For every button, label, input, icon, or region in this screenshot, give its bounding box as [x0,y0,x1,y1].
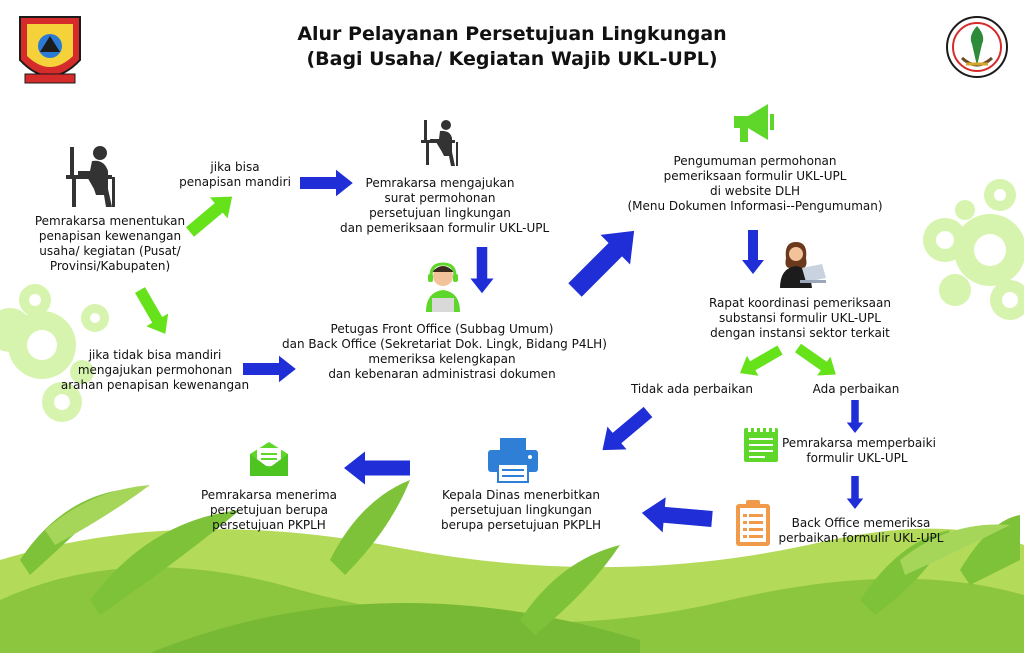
arrow-blue-to-pengumuman [560,216,649,305]
headset-officer-icon [426,262,460,312]
step-pemrakarsa-mengajukan: Pemrakarsa mengajukan surat permohonan p… [340,176,550,235]
label-jika-bisa: jika bisa penapisan mandiri [179,160,291,189]
arrow-blue-down-to-rapat [742,230,764,274]
step-pemrakarsa-memperbaiki: Pemrakarsa memperbaiki formulir UKL-UPL [782,436,936,465]
title-line-2: (Bagi Usaha/ Kegiatan Wajib UKL-UPL) [306,48,718,70]
arrow-green-to-ada [791,338,843,384]
arrow-blue-to-menerima [344,451,410,485]
printer-icon [488,438,538,483]
step-pemrakarsa-menerima: Pemrakarsa menerima persetujuan berupa p… [201,488,337,532]
arrow-green-to-tidak-ada [734,339,786,384]
label-ada-perbaikan: Ada perbaikan [812,382,900,396]
step-rapat-koordinasi: Rapat koordinasi pemeriksaan substansi f… [708,296,891,340]
step-pengumuman: Pengumuman permohonan pemeriksaan formul… [627,154,883,213]
woman-with-laptop-icon [780,242,826,288]
title-line-1: Alur Pelayanan Persetujuan Lingkungan [297,23,727,45]
person-at-desk-icon [66,146,115,207]
step-back-office-memeriksa: Back Office memeriksa perbaikan formulir… [778,516,944,545]
arrow-blue-to-kepala-dinas-from-back-office [640,495,714,537]
envelope-icon [250,442,288,476]
arrow-blue-down-to-back-office [846,476,864,509]
notepad-icon [744,426,778,462]
arrow-blue-down-to-memperbaiki [846,400,864,433]
label-tidak-ada-perbaikan: Tidak ada perbaikan [630,382,754,396]
district-coat-of-arms [19,16,81,84]
step-petugas-front-office: Petugas Front Office (Subbag Umum) dan B… [282,322,607,381]
person-at-desk-icon [421,120,458,166]
arrow-green-to-jika-tidak [129,283,177,341]
step-kepala-dinas: Kepala Dinas menerbitkan persetujuan lin… [441,488,601,532]
step-pemrakarsa-menentukan: Pemrakarsa menentukan penapisan kewenang… [34,214,186,273]
arrow-blue-to-kepala-dinas-from-tidak-ada [592,400,658,462]
clipboard-icon [736,500,770,546]
ministry-environment-emblem [946,16,1008,78]
arrow-blue-down-to-petugas [470,247,494,294]
megaphone-icon [734,104,774,142]
label-jika-tidak-bisa: jika tidak bisa mandiri mengajukan permo… [60,348,250,392]
page-title: Alur Pelayanan Persetujuan Lingkungan (B… [262,22,762,72]
